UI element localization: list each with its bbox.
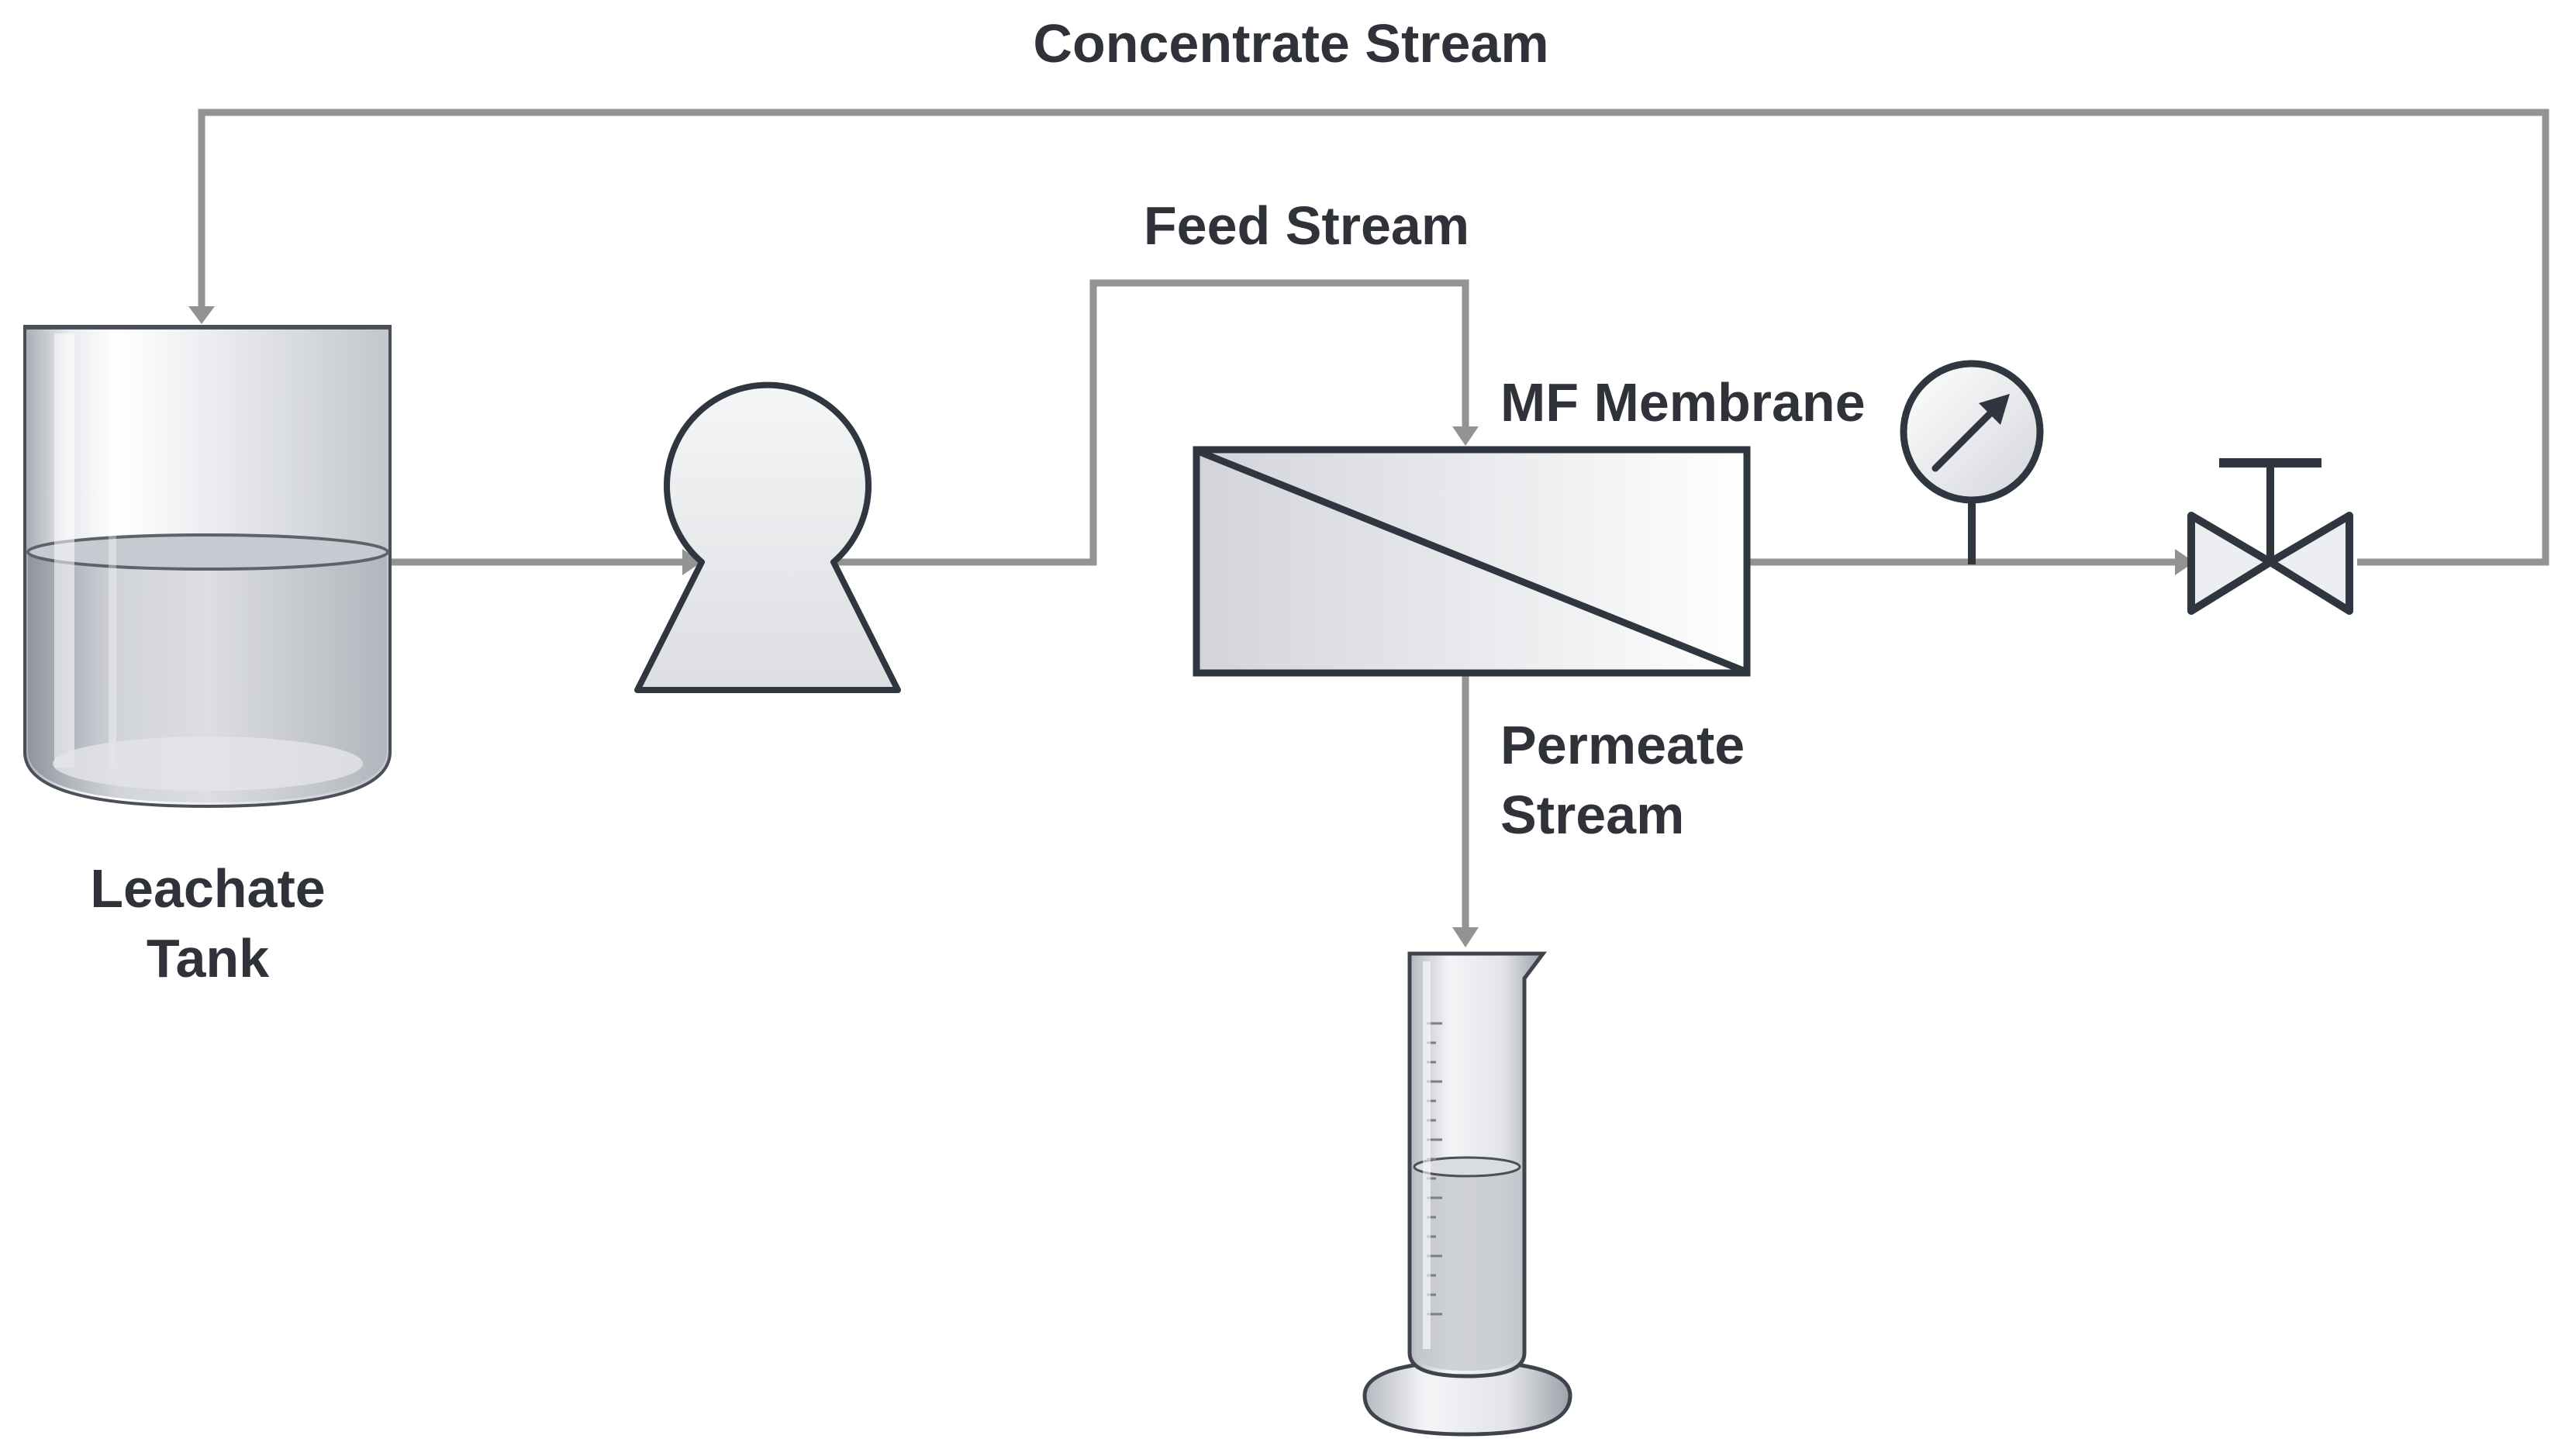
pump-body — [634, 381, 901, 693]
valve-icon — [2187, 458, 2353, 615]
membrane-diagonal — [1196, 447, 1747, 675]
labels: Concentrate Stream Feed Stream MF Membra… — [90, 13, 1865, 988]
pump — [634, 381, 901, 693]
leachate-tank-label-line2: Tank — [147, 928, 269, 988]
cylinder-base — [1362, 1362, 1572, 1437]
mf-membrane-module — [1193, 446, 1751, 677]
leachate-tank-label-line1: Leachate — [90, 858, 325, 919]
concentrate-arrowhead — [188, 306, 215, 324]
cylinder-liquid — [1415, 1167, 1520, 1371]
concentrate-stream-label: Concentrate Stream — [1033, 13, 1548, 74]
leachate-tank — [23, 325, 392, 809]
pressure-gauge-icon — [1900, 360, 2044, 564]
pump-inlet-arrowhead — [682, 549, 702, 575]
permeate-stream-label-line1: Permeate — [1500, 715, 1745, 775]
feed-stream-label: Feed Stream — [1144, 195, 1469, 256]
permeate-stream-label-line2: Stream — [1500, 785, 1684, 845]
valve-inlet-arrowhead — [2175, 549, 2194, 575]
concentrate-return-line — [198, 109, 2549, 566]
feed-arrowhead — [1452, 426, 1479, 446]
permeate-arrowhead — [1452, 927, 1479, 947]
graduated-cylinder — [1362, 951, 1572, 1437]
feed-stream-line — [834, 279, 1469, 566]
tank-liquid-surface — [26, 533, 389, 571]
tank-liquid — [28, 540, 387, 802]
mf-membrane-label: MF Membrane — [1500, 372, 1866, 433]
pipes — [188, 109, 2549, 947]
